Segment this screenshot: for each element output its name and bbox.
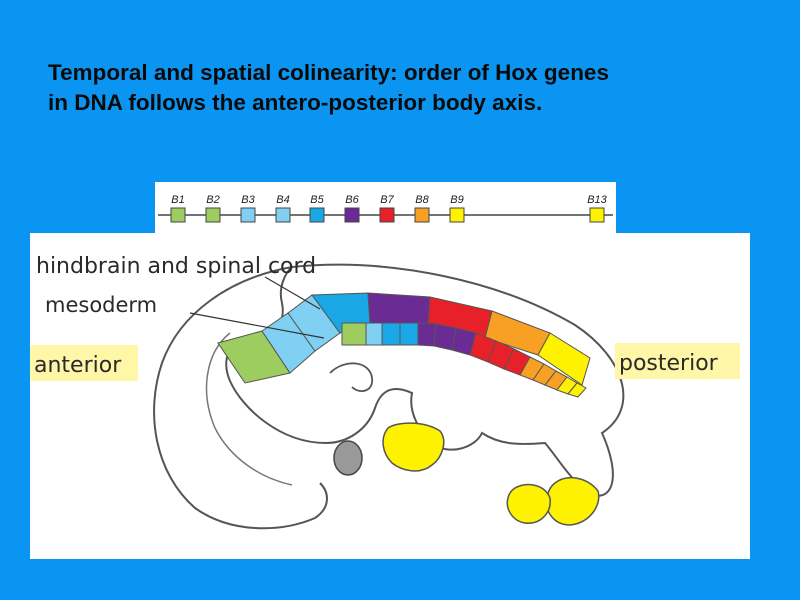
mesoderm-somites	[341, 322, 587, 398]
forelimb-bud	[382, 422, 445, 472]
gene-box-b4	[275, 207, 291, 223]
gene-box-b13	[589, 207, 605, 223]
gene-box-b9	[449, 207, 465, 223]
slide-title: Temporal and spatial colinearity: order …	[48, 58, 768, 118]
somite	[341, 322, 367, 346]
gene-label-b9: B9	[450, 194, 463, 206]
hindbrain-label: hindbrain and spinal cord	[36, 254, 316, 279]
gene-box-b7	[379, 207, 395, 223]
gene-box-b5	[309, 207, 325, 223]
gene-label-b7: B7	[380, 194, 394, 206]
gene-box-b2	[205, 207, 221, 223]
anterior-label: anterior	[34, 353, 122, 378]
gene-label-b1: B1	[171, 194, 184, 206]
gene-label-b5: B5	[310, 194, 324, 206]
gene-box-b6	[344, 207, 360, 223]
neural-segment	[367, 292, 431, 326]
neural-segment	[537, 332, 591, 386]
eye	[333, 440, 363, 476]
somite	[399, 322, 419, 346]
posterior-highlight	[615, 343, 740, 379]
hox-gene-cluster: B1 B2 B3 B4 B5 B6 B7 B8 B9 B13	[155, 182, 616, 234]
gene-label-b8: B8	[415, 194, 429, 206]
gene-label-b13: B13	[587, 194, 607, 206]
mesoderm-pointer	[189, 312, 325, 339]
gene-label-b4: B4	[276, 194, 289, 206]
title-line-1: Temporal and spatial colinearity: order …	[48, 60, 609, 85]
tail-bud	[506, 483, 551, 524]
hindbrain-pointer	[264, 276, 321, 310]
mesoderm-label: mesoderm	[45, 293, 157, 317]
head-outline	[153, 266, 328, 530]
gene-box-b8	[414, 207, 430, 223]
title-line-2: in DNA follows the antero-posterior body…	[48, 90, 543, 115]
gene-label-b3: B3	[241, 194, 255, 206]
somite	[417, 322, 437, 347]
gene-box-b1	[170, 207, 186, 223]
somite	[381, 322, 401, 346]
posterior-label: posterior	[619, 351, 719, 376]
gene-cluster-svg: B1 B2 B3 B4 B5 B6 B7 B8 B9 B13	[158, 194, 613, 223]
gene-label-b6: B6	[345, 194, 359, 206]
hindlimb-bud	[546, 476, 600, 526]
inner-head-fold	[205, 332, 293, 486]
somite	[365, 322, 383, 346]
anterior-highlight	[30, 345, 138, 381]
gene-label-b2: B2	[206, 194, 219, 206]
gene-box-b3	[240, 207, 256, 223]
somite	[567, 382, 587, 398]
embryo-svg: hindbrain and spinal cord mesoderm anter…	[30, 254, 740, 530]
ear	[329, 362, 373, 392]
embryo-figure: hindbrain and spinal cord mesoderm anter…	[30, 233, 750, 559]
